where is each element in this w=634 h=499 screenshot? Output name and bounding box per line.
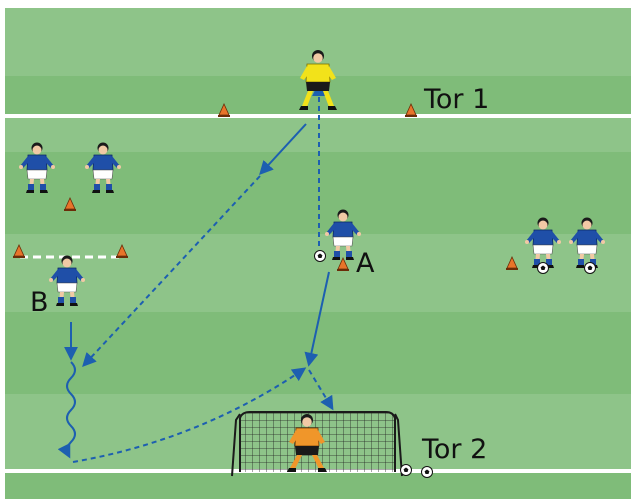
pass-arrow [304,271,330,367]
player-label-b: B [30,287,49,318]
goalkeeper-icon [287,414,327,472]
ball-icon [421,466,433,478]
pass-arrow [259,123,307,176]
goalkeeper-icon [299,50,337,110]
goal-label-top: Tor 1 [423,84,489,115]
ball-icon [314,250,326,262]
pass-arrow [82,175,261,368]
ball-icon [400,464,412,476]
pass-arrow [72,367,307,463]
goal-label-bottom: Tor 2 [421,434,487,465]
player-label-a: A [356,248,375,279]
ball-icon [537,262,549,274]
pitch-stripe [5,472,631,499]
dribble-arrow [57,361,76,459]
ball-icon [584,262,596,274]
shot-arrow [308,369,334,411]
